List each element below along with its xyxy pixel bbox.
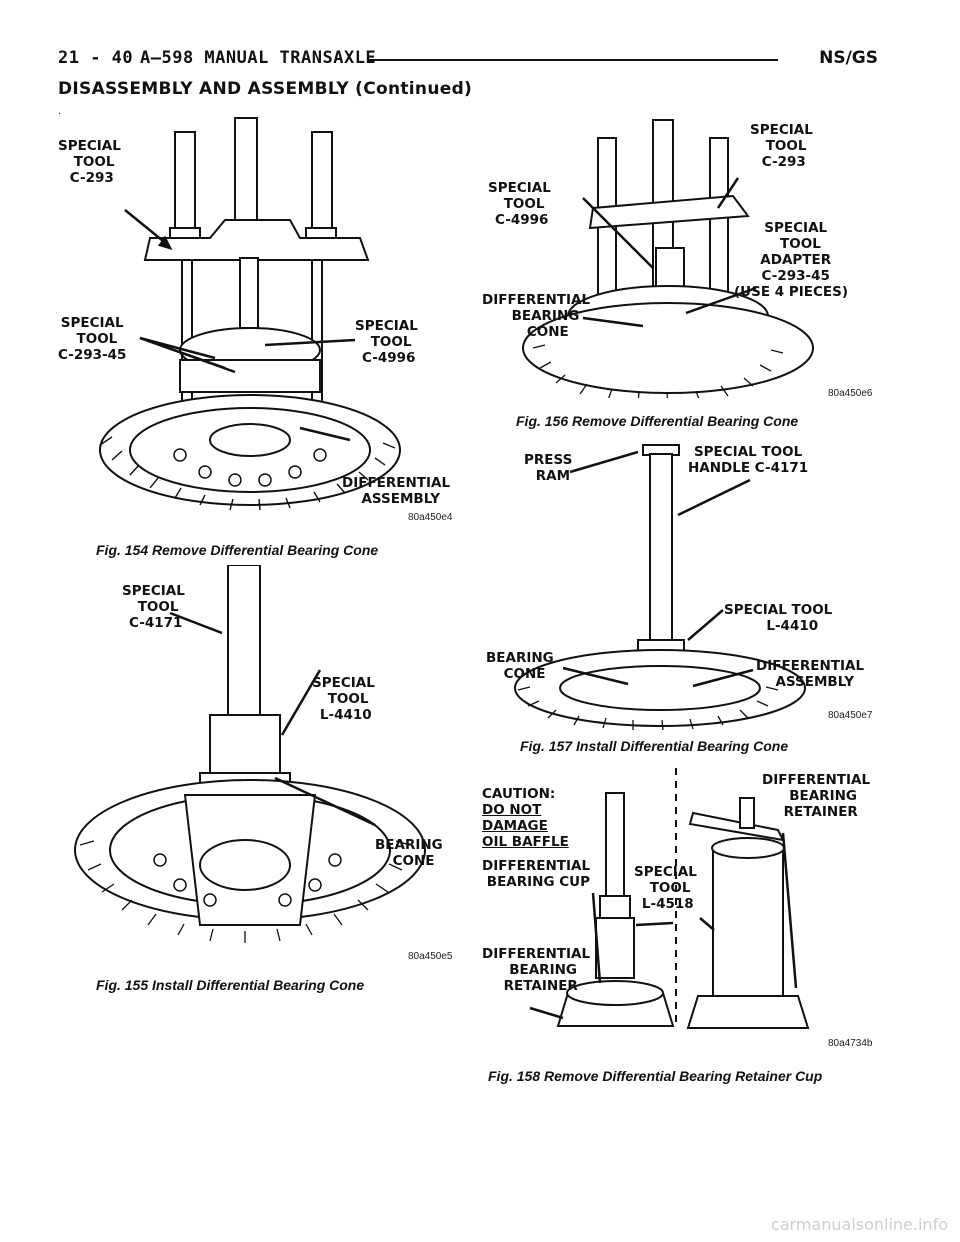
label-differential-assembly: DIFFERENTIAL ASSEMBLY xyxy=(342,475,451,507)
label-special-tool-l4518: SPECIAL TOOL L-4518 xyxy=(634,864,697,912)
figure-caption: Fig. 155 Install Differential Bearing Co… xyxy=(96,977,365,993)
label-special-tool-c293-45: SPECIAL TOOL C-293-45 xyxy=(58,315,127,363)
label-special-tool-c293: SPECIAL TOOL C-293 xyxy=(58,138,121,186)
section-title: A–598 MANUAL TRANSAXLE xyxy=(140,48,377,68)
label-differential-bearing-cup: DIFFERENTIAL BEARING CUP xyxy=(482,858,591,890)
figure-code: 80a450e6 xyxy=(828,388,873,399)
figure-caption: Fig. 157 Install Differential Bearing Co… xyxy=(520,738,789,754)
figure-156-illustration xyxy=(522,119,814,398)
figure-155: SPECIAL TOOL C-4171 SPECIAL TOOL L-4410 … xyxy=(50,565,470,1005)
figure-158-illustration xyxy=(529,768,810,1029)
figure-158: CAUTION: DO NOT DAMAGE OIL BAFFLE DIFFER… xyxy=(478,768,898,1098)
label-differential-bearing-cone: DIFFERENTIAL BEARING CONE xyxy=(482,292,591,340)
label-bearing-cone: BEARING CONE xyxy=(375,837,443,869)
label-differential-bearing-retainer-right: DIFFERENTIAL BEARING RETAINER xyxy=(762,772,871,820)
figure-code: 80a450e5 xyxy=(408,951,453,962)
label-special-tool-c4996: SPECIAL TOOL C-4996 xyxy=(488,180,551,228)
label-caution-line1: DO NOT xyxy=(482,802,542,818)
header-rule xyxy=(368,59,778,61)
figure-caption: Fig. 154 Remove Differential Bearing Con… xyxy=(96,542,379,558)
label-special-tool-c293: SPECIAL TOOL C-293 xyxy=(750,122,813,170)
label-differential-bearing-retainer-left: DIFFERENTIAL BEARING RETAINER xyxy=(482,946,591,994)
subheader: DISASSEMBLY AND ASSEMBLY (Continued) xyxy=(58,79,473,99)
label-caution: CAUTION: xyxy=(482,786,556,802)
figure-154-illustration xyxy=(99,117,401,511)
footer-watermark: carmanualsonline.info xyxy=(770,1215,948,1234)
label-special-tool-adapter: SPECIAL TOOL ADAPTER C-293-45 (USE 4 PIE… xyxy=(734,220,849,300)
figure-caption: Fig. 156 Remove Differential Bearing Con… xyxy=(516,413,799,429)
figure-154: SPECIAL TOOL C-293 SPECIAL TOOL C-293-45… xyxy=(50,110,470,570)
figure-code: 80a450e4 xyxy=(408,512,453,523)
page-mark: . xyxy=(58,106,61,117)
figure-157-illustration xyxy=(514,444,806,730)
figure-156: SPECIAL TOOL C-4996 DIFFERENTIAL BEARING… xyxy=(478,108,898,438)
label-special-tool-l4410: SPECIAL TOOL L-4410 xyxy=(724,602,833,634)
label-special-tool-l4410: SPECIAL TOOL L-4410 xyxy=(312,675,375,723)
page-header: 21 - 40 A–598 MANUAL TRANSAXLE NS/GS xyxy=(58,44,878,72)
label-caution-line2: DAMAGE xyxy=(482,818,548,834)
label-press-ram: PRESS RAM xyxy=(524,452,573,484)
label-special-tool-c4996: SPECIAL TOOL C-4996 xyxy=(355,318,418,366)
figure-code: 80a4734b xyxy=(828,1038,873,1049)
label-bearing-cone: BEARING CONE xyxy=(486,650,554,682)
figure-157: PRESS RAM SPECIAL TOOL HANDLE C-4171 SPE… xyxy=(478,440,898,765)
label-caution-line3: OIL BAFFLE xyxy=(482,834,569,850)
label-differential-assembly: DIFFERENTIAL ASSEMBLY xyxy=(756,658,865,690)
figure-caption: Fig. 158 Remove Differential Bearing Ret… xyxy=(488,1068,823,1084)
figure-code: 80a450e7 xyxy=(828,710,873,721)
figure-155-illustration xyxy=(74,565,426,943)
label-special-tool-c4171: SPECIAL TOOL C-4171 xyxy=(122,583,185,631)
model-code: NS/GS xyxy=(819,48,878,68)
page-number: 21 - 40 xyxy=(58,48,134,68)
label-special-tool-handle: SPECIAL TOOL HANDLE C-4171 xyxy=(688,444,809,476)
